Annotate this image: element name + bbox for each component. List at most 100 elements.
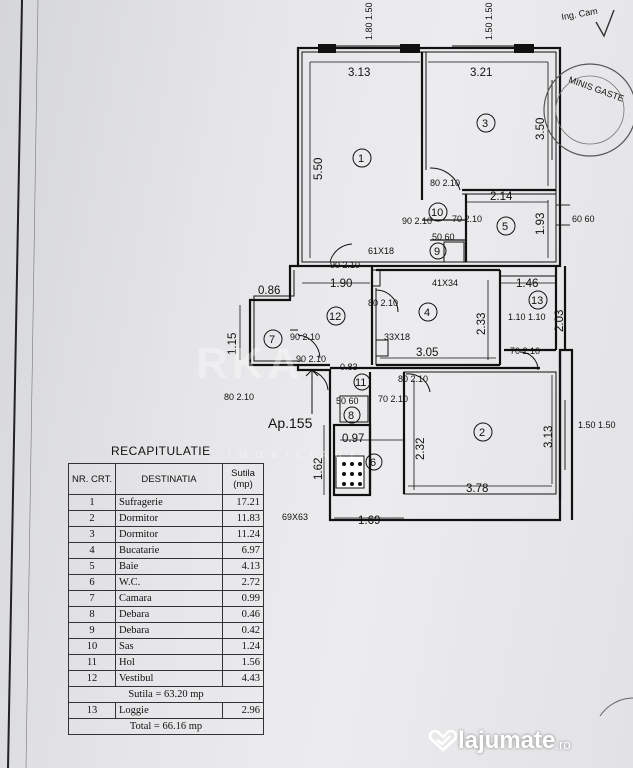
- room-number-9: 9: [434, 246, 440, 258]
- room-number-8: 8: [348, 410, 354, 422]
- recap-header-row: NR. CRT. DESTINATIA Sutila (mp): [68, 463, 264, 495]
- recap-cell-val: 2.96: [222, 702, 264, 719]
- room-number-13: 13: [531, 295, 543, 307]
- recap-cell-dest: Dormitor: [115, 526, 223, 543]
- recap-subtotal: Sutila = 63.20 mp: [68, 686, 264, 703]
- dim-room3-width: 3.21: [470, 67, 492, 79]
- room-number-7: 7: [269, 334, 275, 346]
- duct-label-duct: 33X18: [384, 332, 410, 342]
- signature-mark: [595, 9, 615, 38]
- dim-kitchen-height: 2.33: [476, 313, 488, 335]
- dim-room1-height: 5.50: [313, 158, 325, 180]
- dim-right-window2: 1.50 1.50: [578, 420, 616, 430]
- site-logo[interactable]: lajumate.ro: [428, 724, 571, 758]
- recap-cell-nr: 8: [68, 606, 116, 623]
- dim-loggia-height: 2.03: [554, 310, 566, 332]
- recap-cell-dest: Debara: [115, 622, 223, 639]
- recap-cell-val: 0.46: [222, 606, 264, 623]
- room-number-4: 4: [424, 307, 430, 319]
- dim-right-window: 60 60: [572, 214, 595, 224]
- recap-cell-dest: Bucatarie: [115, 542, 223, 559]
- recap-cell-dest: Debara: [115, 606, 223, 623]
- watermark-sub: IMOBILIARE: [228, 450, 365, 461]
- room-number-1: 1: [358, 153, 364, 165]
- recap-cell-nr: 10: [68, 638, 116, 655]
- recap-cell-dest: Baie: [115, 558, 223, 575]
- door-mark-d4: 80 2.10: [368, 298, 398, 308]
- recap-cell-val: 4.43: [222, 670, 264, 687]
- dimension-labels: 3.13 3.21 5.50 3.50 2.14 1.93 1.90 1.46 …: [227, 2, 616, 527]
- paper-margin-line-thin: [25, 0, 39, 768]
- room-numbers: 1 2 3 4 5 6 7 8 9 10 11 12 13: [269, 118, 543, 469]
- dim-wc-height: 1.62: [313, 458, 325, 480]
- duct-label-duct2: 69X63: [282, 512, 308, 522]
- dim-room3-height: 3.50: [535, 118, 547, 140]
- room-number-6: 6: [370, 457, 376, 469]
- door-mark-left: 80 2.10: [224, 392, 254, 402]
- recap-cell-dest: Loggie: [115, 702, 223, 719]
- recap-cell-dest: Sufragerie: [115, 494, 223, 511]
- recap-cell-val: 6.97: [222, 542, 264, 559]
- apartment-label: Ap.155: [268, 415, 313, 431]
- recap-title: RECAPITULATIE: [111, 444, 211, 458]
- recap-cell-val: 11.83: [222, 510, 264, 527]
- official-stamp: MINIS GASTE: [543, 63, 633, 157]
- recap-row: Sutila = 63.20 mp: [68, 686, 264, 703]
- recap-cell-dest: Dormitor: [115, 510, 223, 527]
- dim-top-left-window: 1.80 1.50: [364, 2, 374, 40]
- recap-cell-val: 0.99: [222, 590, 264, 607]
- logo-name: lajumate: [458, 727, 556, 754]
- duct-label-chimney1: 61X18: [368, 246, 394, 256]
- recap-cell-val: 4.13: [222, 558, 264, 575]
- door-mark-d1: 90 2.10: [330, 260, 360, 270]
- dim-hol-offset: 0.83: [340, 362, 358, 372]
- recap-cell-nr: 5: [68, 558, 116, 575]
- recap-cell-nr: 13: [68, 702, 116, 719]
- dim-room5-width: 2.14: [490, 191, 513, 203]
- recap-header-sutila: Sutila (mp): [222, 463, 264, 495]
- dim-kitchen-width: 3.05: [416, 347, 438, 359]
- room-number-3: 3: [482, 118, 488, 130]
- windows: [336, 45, 573, 470]
- room-number-10: 10: [431, 207, 443, 219]
- recap-cell-val: 0.42: [222, 622, 264, 639]
- door-mark-d7: 90 2.10: [290, 332, 320, 342]
- handwritten-note: Ing. Cam: [561, 6, 599, 22]
- dim-room2-height: 3.13: [543, 426, 555, 448]
- dim-debara-width: 0.97: [342, 433, 364, 445]
- dim-room2-width: 3.78: [466, 483, 488, 495]
- dim-room2-inner-height: 2.32: [415, 438, 427, 460]
- room-number-2: 2: [479, 427, 485, 439]
- door-mark-d8: 50 60: [336, 396, 359, 406]
- recap-cell-nr: 12: [68, 670, 116, 687]
- window-sills: [318, 44, 534, 53]
- recap-cell-nr: 6: [68, 574, 116, 591]
- door-swings: [297, 167, 539, 393]
- recap-cell-nr: 9: [68, 622, 116, 639]
- dim-top-right-window: 1.50 1.50: [484, 2, 494, 40]
- recap-cell-val: 17.21: [222, 494, 264, 511]
- recap-row: Total = 66.16 mp: [68, 718, 264, 735]
- recap-cell-nr: 4: [68, 542, 116, 559]
- recap-cell-val: 11.24: [222, 526, 264, 543]
- recap-cell-dest: Hol: [115, 654, 223, 671]
- duct-label-chimney2: 41X34: [432, 278, 458, 288]
- stamp-arc-bottom: [599, 697, 633, 717]
- door-mark-wc: 70 2.10: [378, 394, 408, 404]
- dim-vestibul-width: 1.90: [330, 278, 352, 290]
- recap-header-nr: NR. CRT.: [68, 463, 116, 495]
- dim-room6-width: 1.69: [358, 515, 380, 527]
